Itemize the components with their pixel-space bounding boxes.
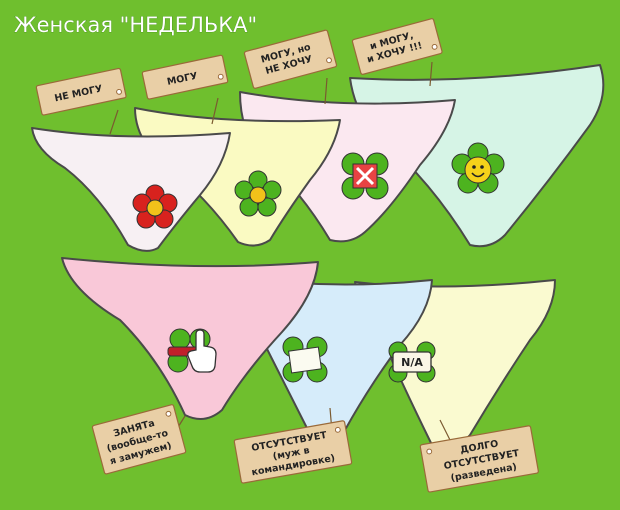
tag-p4-card [351, 18, 443, 75]
na-flower-icon: N/A [388, 341, 436, 383]
tag-p1-card [35, 67, 127, 116]
blank-flower-icon [282, 336, 328, 383]
tag-p6-card [233, 420, 353, 484]
tag-p5-card [91, 404, 187, 475]
tag-p7-card [419, 425, 539, 493]
crossed-flower-icon [341, 152, 389, 200]
tag-p5: ЗАНЯТа(вообще-тоя замужем) [91, 404, 187, 475]
hand-pointer-icon [187, 329, 217, 373]
panties-p1 [31, 127, 231, 252]
panties-p1-body [31, 127, 231, 252]
tag-p4: и МОГУ,и ХОЧУ !!! [351, 18, 443, 87]
na-label: N/A [401, 356, 423, 369]
busy-flower-icon [167, 328, 217, 373]
tag-p2: МОГУ [141, 54, 229, 125]
smiley-flower-icon [451, 142, 505, 194]
red-flower-icon [132, 184, 178, 229]
tag-p3-card [243, 29, 338, 89]
green-flower-icon [234, 170, 282, 217]
tag-p1: НЕ МОГУ [35, 67, 127, 135]
tag-p2-card [141, 54, 229, 100]
page-title: Женская "НЕДЕЛЬКА" [14, 13, 257, 37]
tag-p4-lines: и МОГУ,и ХОЧУ !!! [366, 30, 424, 65]
